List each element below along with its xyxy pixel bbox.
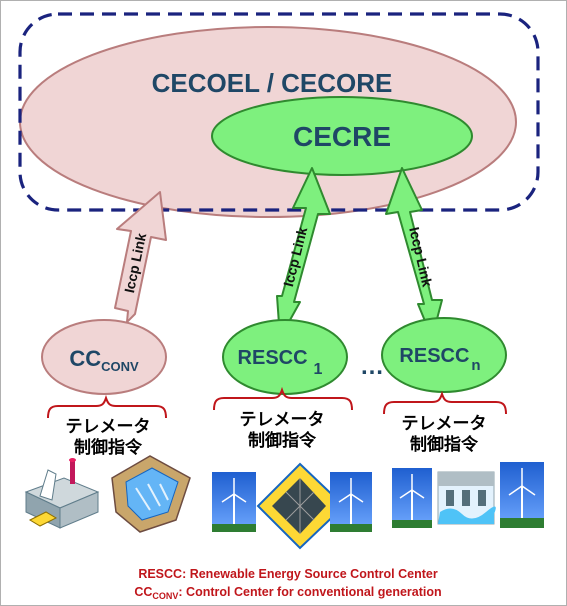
brace-rescc1 [213, 386, 353, 411]
wind-turbine-icon [212, 472, 256, 532]
brace-resccn [383, 390, 507, 415]
iccp-link-arrow-conv [114, 191, 167, 323]
wind-turbine-icon [392, 468, 432, 528]
cc-conv-ellipse [41, 319, 167, 395]
rescc1-control-label: 制御指令 [248, 430, 317, 451]
solar-panel-icon [256, 462, 346, 550]
ellipsis-dots: … [360, 353, 384, 380]
cecre-ellipse [211, 96, 473, 176]
hydro-dam-icon [111, 455, 191, 533]
control-boundary-dashed [18, 12, 540, 212]
cc-conv-label: CCCONV [69, 346, 139, 374]
cecoel-cecore-label: CECOEL / CECORE [152, 68, 393, 98]
wind-turbine-icon [500, 462, 544, 528]
resccn-ellipse [381, 317, 507, 393]
wind-turbine-icon [330, 472, 372, 532]
brace-conv [47, 394, 167, 419]
cecre-label: CECRE [293, 121, 391, 152]
hydro-plant-icon [437, 471, 496, 525]
rescc1-label: RESCC1 [238, 347, 323, 378]
resccn-telemetry-label: テレメータ [402, 414, 487, 434]
resccn-control-label: 制御指令 [410, 434, 479, 455]
factory-icon [24, 458, 100, 529]
conv-telemetry-label: テレメータ [66, 417, 151, 437]
rescc1-ellipse [222, 319, 348, 395]
legend-cc-conv: CCCONV: Control Center for conventional … [134, 585, 441, 601]
conv-control-label: 制御指令 [74, 437, 143, 458]
legend-rescc: RESCC: Renewable Energy Source Control C… [138, 567, 438, 581]
rescc1-telemetry-label: テレメータ [240, 410, 325, 430]
